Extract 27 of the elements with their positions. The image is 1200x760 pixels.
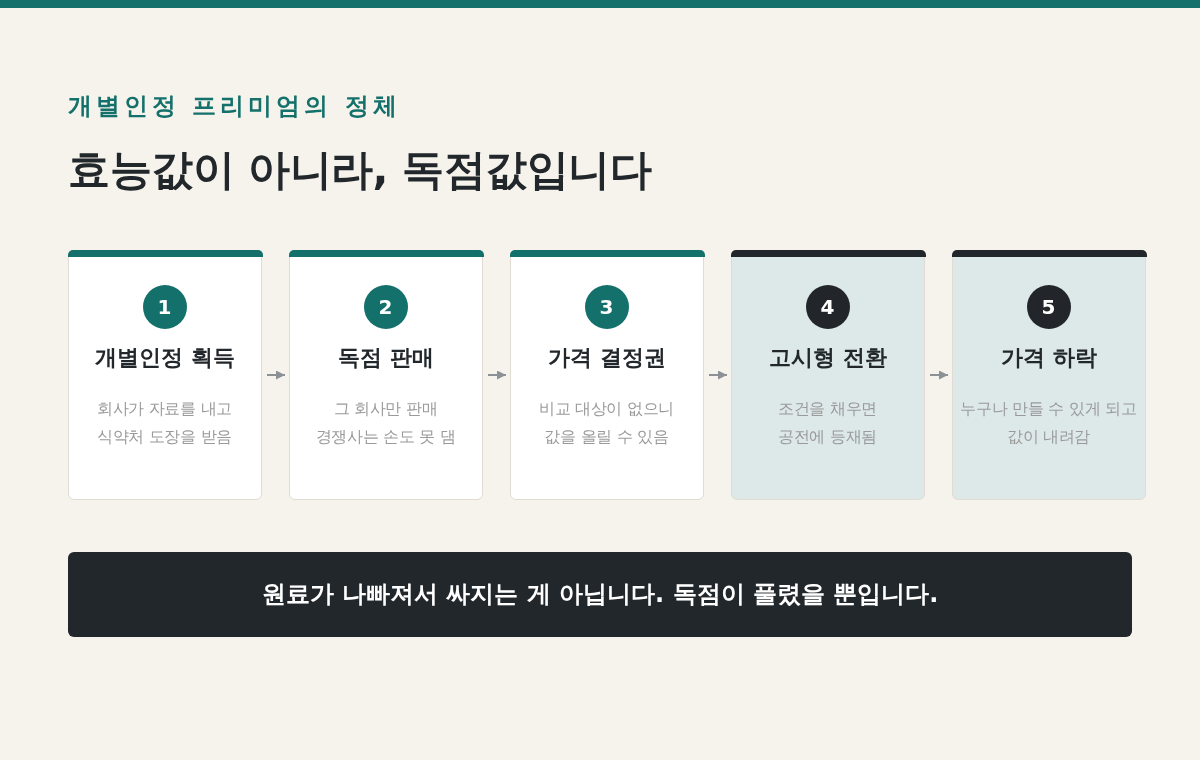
step-description: 그 회사만 판매 경쟁사는 손도 못 댐 — [314, 398, 457, 448]
step-card — [289, 250, 483, 500]
step-number-circle: 5 — [1026, 285, 1071, 329]
step-description: 회사가 자료를 내고 식약처 도장을 받음 — [95, 398, 234, 448]
step-description: 비교 대상이 없으니 값을 올릴 수 있음 — [537, 398, 676, 448]
page-title: 효능값이 아니라, 독점값입니다 — [68, 144, 652, 196]
step-card — [952, 250, 1146, 500]
arrow — [266, 370, 286, 380]
step-description: 조건을 채우면 공전에 등재됨 — [777, 398, 878, 448]
arrow — [929, 370, 949, 380]
step-title: 가격 하락 — [1000, 344, 1098, 372]
step-number-circle: 4 — [805, 285, 850, 329]
step-card — [510, 250, 704, 500]
step-number-circle: 2 — [363, 285, 408, 329]
step-title: 개별인정 획득 — [94, 344, 236, 372]
arrow — [487, 370, 507, 380]
step-title: 독점 판매 — [337, 344, 435, 372]
step-number-circle: 3 — [584, 285, 629, 329]
step-title: 가격 결정권 — [547, 344, 667, 372]
step-card — [68, 250, 262, 500]
arrow — [708, 370, 728, 380]
summary-banner: 원료가 나빠져서 싸지는 게 아닙니다. 독점이 풀렸을 뿐입니다. — [68, 552, 1132, 637]
step-title: 고시형 전환 — [768, 344, 888, 372]
step-number-circle: 1 — [142, 285, 187, 329]
kicker-text: 개별인정 프리미엄의 정체 — [68, 91, 401, 122]
step-card — [731, 250, 925, 500]
step-description: 누구나 만들 수 있게 되고 값이 내려감 — [959, 398, 1138, 448]
